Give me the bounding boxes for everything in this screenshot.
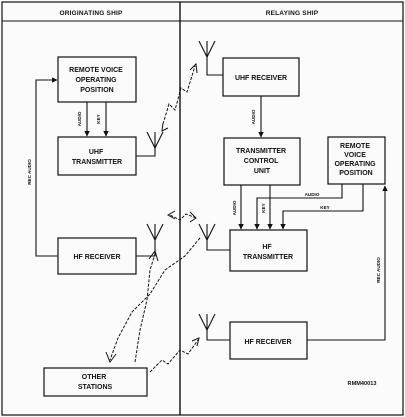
rec-audio-label-left: REC AUDIO xyxy=(27,159,32,185)
hf-receiver-right-label: HF RECEIVER xyxy=(244,339,291,346)
key-line-right xyxy=(280,184,364,230)
key-label-tcu: KEY xyxy=(261,203,266,212)
figure-reference: RMM40013 xyxy=(348,381,377,387)
audio-line-right xyxy=(254,184,343,230)
radio-link-other-to-left-hf xyxy=(134,249,159,363)
audio-label-uhf: AUDIO xyxy=(251,109,256,124)
header-relaying-ship: RELAYING SHIP xyxy=(266,10,319,17)
uhf-receiver-label: UHF RECEIVER xyxy=(235,75,287,82)
radio-link-uhf xyxy=(161,62,198,132)
other-stations-box xyxy=(43,367,148,397)
remote-voice-right-label: REMOTE VOICE OPERATING POSITION xyxy=(334,143,377,177)
other-stations-label: OTHER STATIONS xyxy=(78,374,113,391)
audio-label-right: AUDIO xyxy=(305,192,320,197)
hf-transmitter-box xyxy=(229,229,308,272)
uhf-transmitter-box xyxy=(57,136,137,176)
hf-receiver-right-antenna-icon xyxy=(198,313,230,341)
hf-receiver-box-left xyxy=(57,237,137,275)
remote-voice-left-label: REMOTE VOICE OPERATING POSITION xyxy=(69,67,125,94)
hf-transmitter-label: HF TRANSMITTER xyxy=(243,244,293,261)
uhf-receiver-antenna-icon xyxy=(198,40,223,76)
radio-link-hf-to-other-stations xyxy=(105,237,201,364)
key-label-right: KEY xyxy=(320,205,329,210)
audio-label-left: AUDIO xyxy=(77,111,82,126)
uhf-receiver-box xyxy=(222,57,300,97)
uhf-transmitter-antenna-icon xyxy=(136,131,164,157)
header-originating-ship: ORIGINATING SHIP xyxy=(59,10,122,17)
hf-transmitter-antenna-icon xyxy=(198,223,230,251)
remote-voice-box-right xyxy=(327,136,386,185)
key-label-left: KEY xyxy=(96,114,101,123)
rec-audio-line-right xyxy=(307,185,388,341)
hf-receiver-left-label: HF RECEIVER xyxy=(73,254,120,261)
uhf-transmitter-label: UHF TRANSMITTER xyxy=(72,149,122,166)
radio-link-other-to-right-hf xyxy=(149,337,200,373)
transmitter-control-unit-box xyxy=(223,137,301,186)
rec-audio-label-right: REC AUDIO xyxy=(376,257,381,283)
transmitter-control-unit-label: TRANSMITTER CONTROL UNIT xyxy=(236,148,288,175)
rec-audio-line-left xyxy=(35,77,58,257)
remote-voice-box-left xyxy=(57,56,137,103)
hf-receiver-box-right xyxy=(229,321,308,360)
hf-receiver-left-antenna-icon xyxy=(136,223,164,257)
radio-link-hf-to-left xyxy=(166,210,197,223)
audio-label-tcu: AUDIO xyxy=(232,200,237,215)
